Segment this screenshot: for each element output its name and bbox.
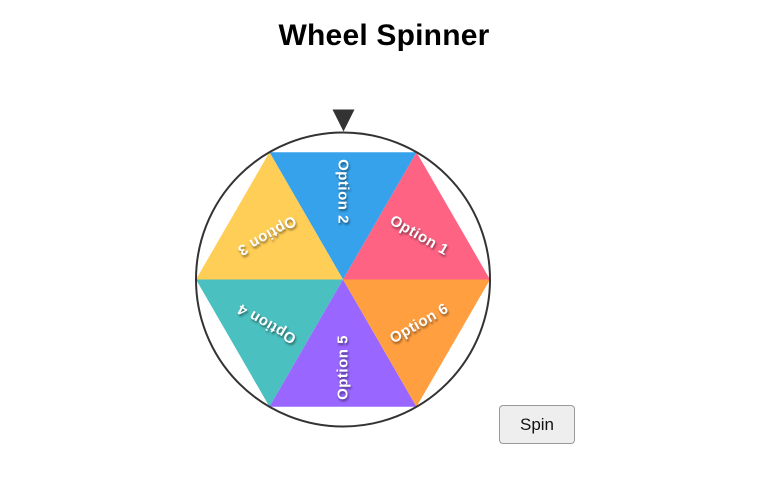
wheel-segment-label: Option 5 (335, 335, 352, 400)
wheel-segment (343, 152, 490, 280)
page-title: Wheel Spinner (278, 19, 490, 52)
wheel-ring (195, 131, 491, 428)
wheel-segment-label: Option 2 (335, 159, 352, 224)
wheel-segment (196, 152, 343, 280)
wheel-segment (269, 279, 417, 407)
wheel-segment (343, 279, 490, 407)
wheel-segment (269, 152, 417, 280)
spin-button[interactable]: Spin (499, 405, 575, 444)
wheel-pointer-icon (332, 109, 355, 132)
wheel-segment (196, 279, 343, 407)
